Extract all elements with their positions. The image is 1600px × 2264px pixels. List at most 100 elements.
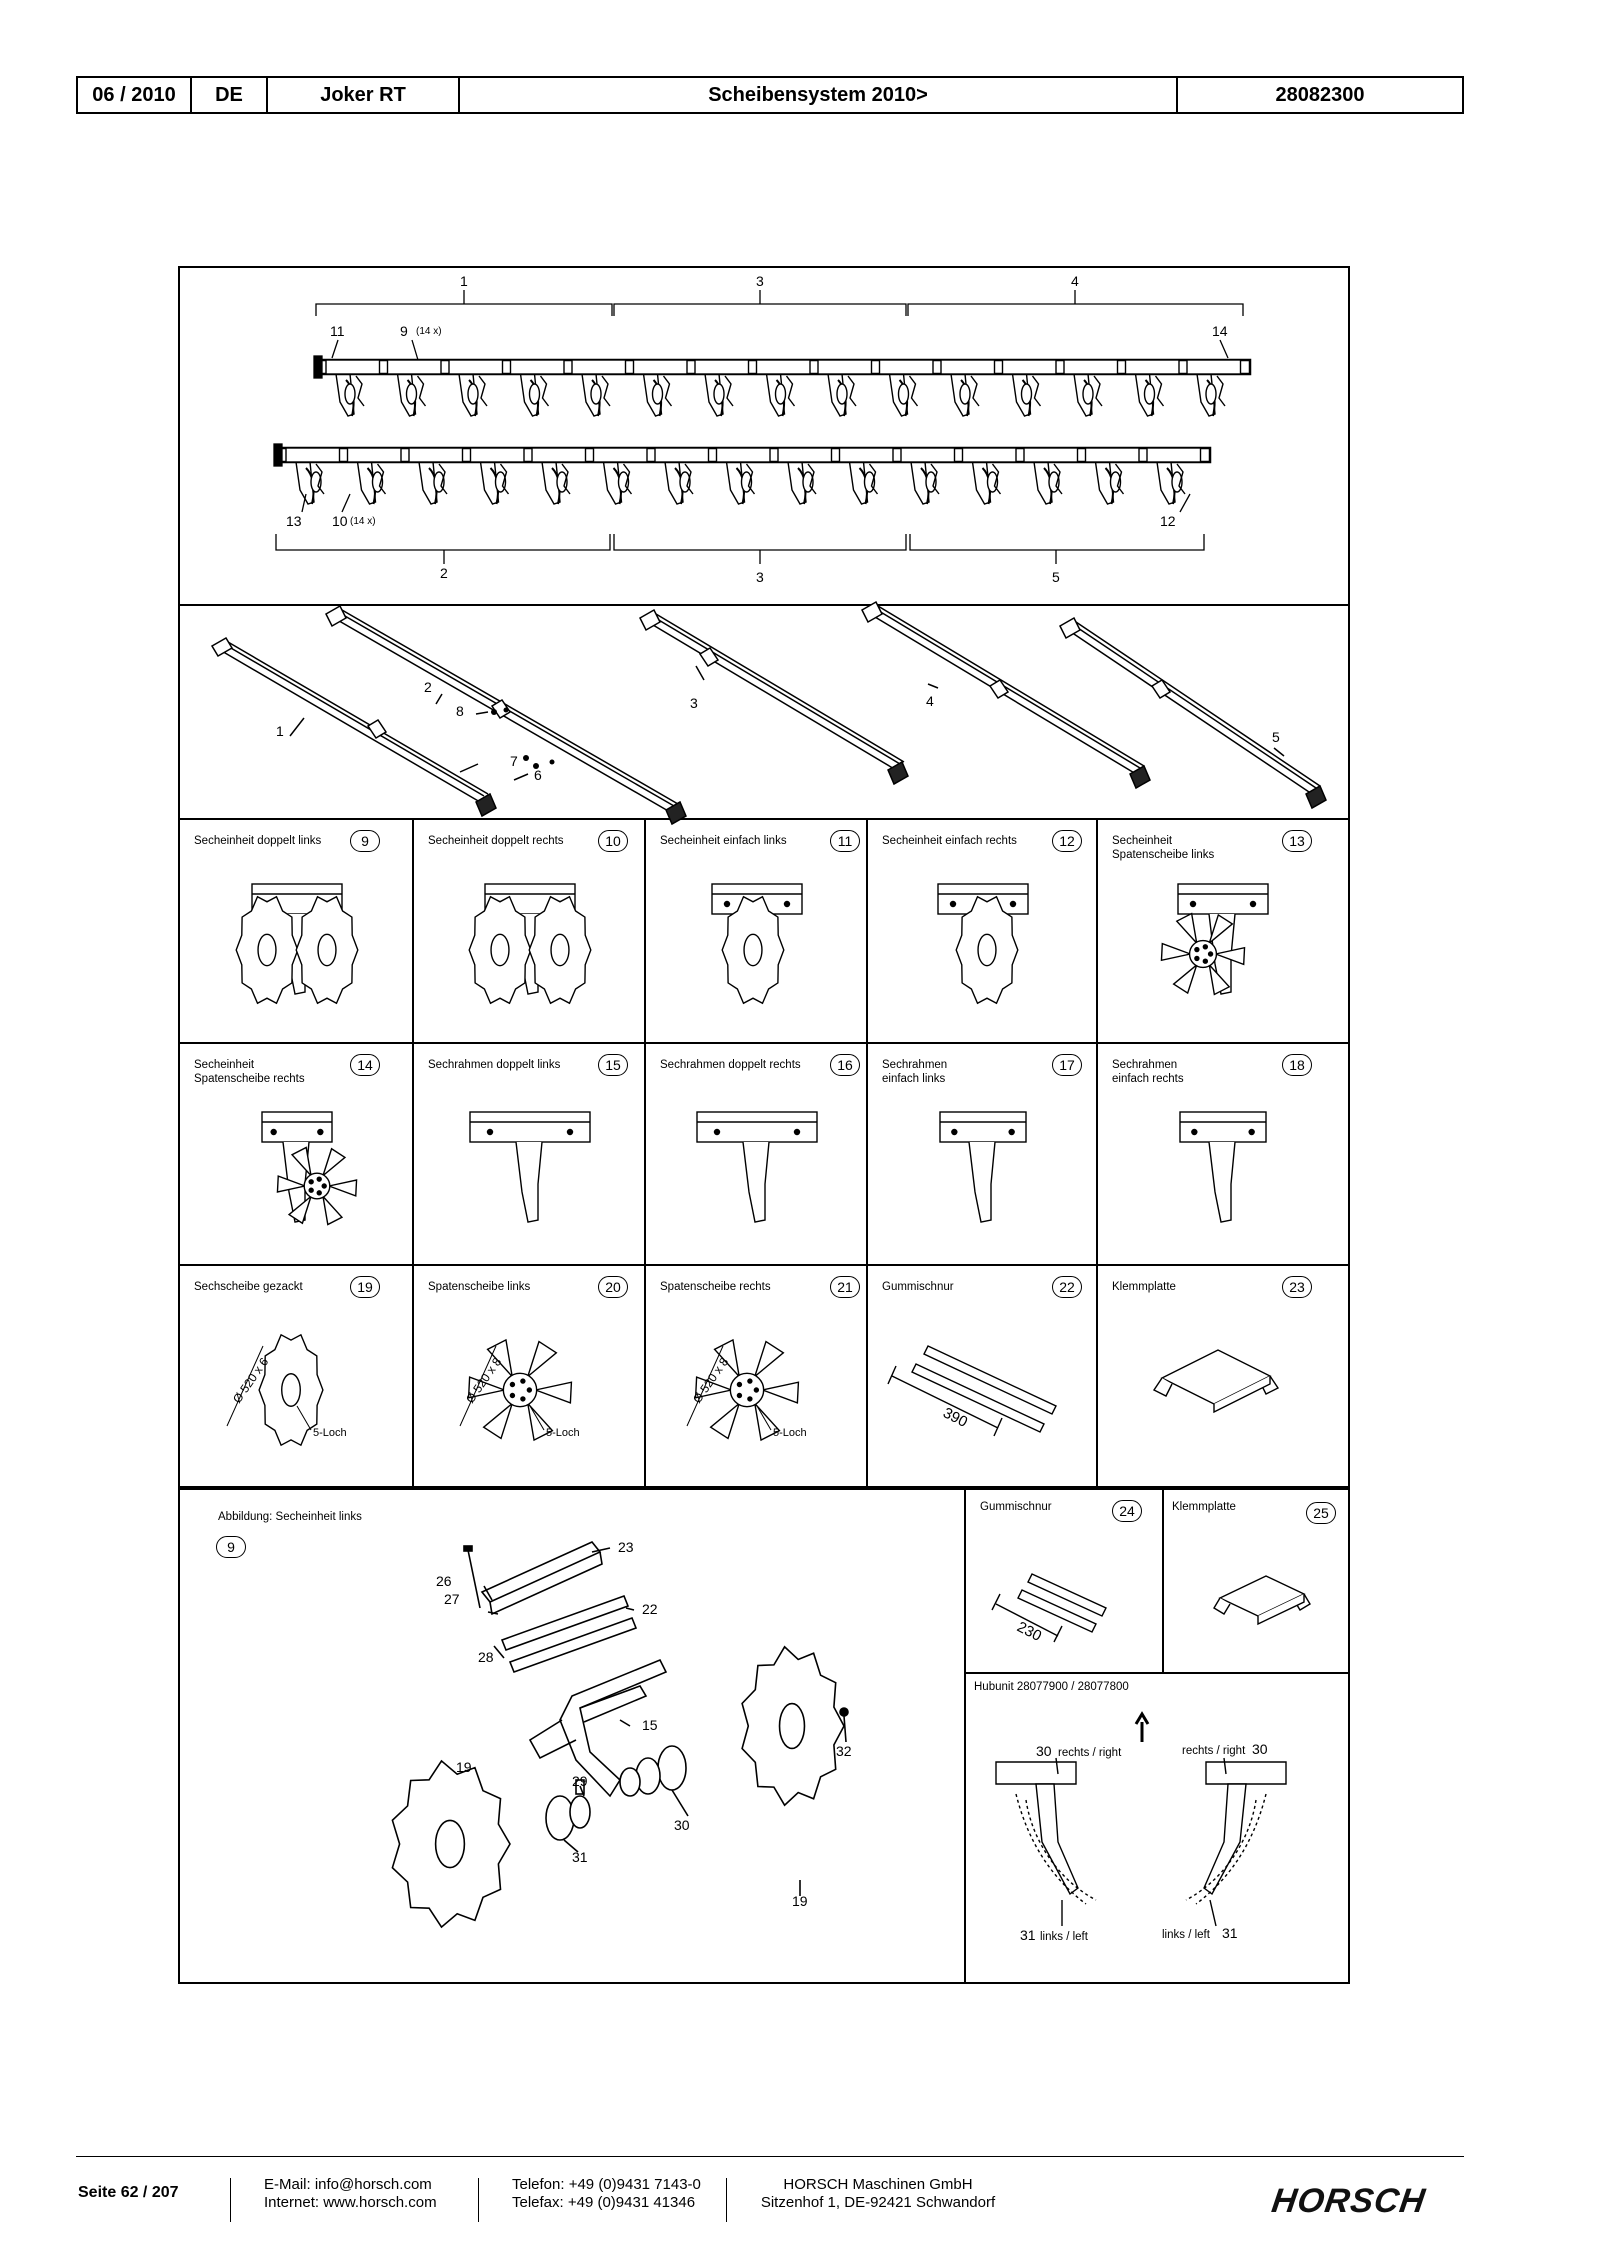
footer-internet: Internet: www.horsch.com <box>264 2194 437 2211</box>
disc-unit <box>448 359 504 417</box>
header-language: DE <box>192 78 268 112</box>
part-num-24: 24 <box>1112 1500 1142 1522</box>
exploded-callout-22: 22 <box>642 1601 658 1617</box>
disc-unit <box>755 359 811 417</box>
part-num-25: 25 <box>1306 1502 1336 1524</box>
beam-label-2: 2 <box>424 679 432 695</box>
part-num-16: 16 <box>830 1054 860 1076</box>
assembly-label-top-3: 3 <box>756 273 764 289</box>
part-label-22: Gummischnur <box>882 1281 954 1293</box>
hubunit-right-30-text: rechts / right <box>1182 1745 1246 1757</box>
hubunit-drawing <box>995 1711 1287 1927</box>
hubunit-right-31-text: links / left <box>1162 1929 1210 1941</box>
part-label-13: Secheinheit Spatenscheibe links <box>1112 835 1215 861</box>
beam-label-7: 7 <box>510 753 518 769</box>
exploded-drawing <box>391 1541 849 1929</box>
exploded-section: Abbildung: Secheinheit links 9 <box>180 1488 1348 1984</box>
disc-unit <box>632 359 688 417</box>
assembly-label-bottom-2: 2 <box>440 565 448 581</box>
disc-unit <box>900 447 956 505</box>
part-label-25: Klemmplatte <box>1172 1501 1236 1513</box>
disc-unit <box>509 359 565 417</box>
part-label-21: Spatenscheibe rechts <box>660 1281 771 1293</box>
part-label-24: Gummischnur <box>980 1501 1052 1513</box>
disc-unit <box>469 447 525 505</box>
header-title: Scheibensystem 2010> <box>460 78 1178 112</box>
exploded-callout-19-right: 19 <box>792 1893 808 1909</box>
part-num-15: 15 <box>598 1054 628 1076</box>
disc-unit <box>531 447 587 505</box>
disc-unit <box>1063 359 1119 417</box>
hubunit-title: Hubunit 28077900 / 28077800 <box>974 1681 1129 1693</box>
part-cell-10: Secheinheit doppelt rechts 10 <box>414 820 646 1044</box>
exploded-num: 9 <box>216 1536 246 1558</box>
horsch-logo: HORSCH <box>1269 2182 1429 2220</box>
exploded-view: Abbildung: Secheinheit links 9 <box>180 1490 966 1984</box>
header-part-number: 28082300 <box>1275 83 1365 106</box>
part-num-18: 18 <box>1282 1054 1312 1076</box>
footer-rule <box>76 2156 1464 2157</box>
disc-unit <box>654 447 710 505</box>
part-label-10: Secheinheit doppelt rechts <box>428 835 564 847</box>
exploded-callout-15: 15 <box>642 1717 658 1733</box>
footer-company: HORSCH Maschinen GmbH <box>783 2176 973 2193</box>
part-cell-17: Sechrahmen einfach links 17 <box>868 1044 1098 1266</box>
beam-label-1: 1 <box>276 723 284 739</box>
footer-divider <box>478 2178 479 2222</box>
exploded-callout-19-left: 19 <box>456 1759 472 1775</box>
footer-address: Sitzenhof 1, DE-92421 Schwandorf <box>760 2194 996 2211</box>
beams-drawing <box>210 600 1327 826</box>
callout-13: 13 <box>286 513 302 529</box>
part-num-17: 17 <box>1052 1054 1082 1076</box>
hubunit-right-31-num: 31 <box>1222 1925 1238 1941</box>
header-model: Joker RT <box>268 78 460 112</box>
part-note-19: 5-Loch <box>313 1427 347 1439</box>
hubunit-left-30-num: 30 <box>1036 1743 1052 1759</box>
part-cell-22: 390 Gummischnur 22 <box>868 1266 1098 1488</box>
hubunit-cell: Hubunit 28077900 / 28077800 <box>966 1674 1348 1984</box>
disc-unit <box>1186 359 1242 417</box>
disc-unit <box>386 359 442 417</box>
part-drawing-9 <box>235 883 359 1005</box>
beam-label-8: 8 <box>456 703 464 719</box>
hubunit-left-31-text: links / left <box>1040 1931 1088 1943</box>
assembly-label-top-1: 1 <box>460 273 468 289</box>
rubber-cord-24-drawing: 230 <box>991 1573 1107 1645</box>
disc-unit <box>592 447 648 505</box>
part-num-10: 10 <box>598 830 628 852</box>
part-drawing-15 <box>469 1111 591 1223</box>
footer-company-block: HORSCH Maschinen GmbH Sitzenhof 1, DE-92… <box>758 2176 998 2212</box>
header-date: 06 / 2010 <box>78 78 192 112</box>
callout-12: 12 <box>1160 513 1176 529</box>
part-drawing-22: 390 <box>887 1345 1057 1437</box>
footer-phone: Telefon: +49 (0)9431 7143-0 <box>512 2176 701 2193</box>
assembly-drawing <box>273 290 1252 564</box>
assembly-label-bottom-5: 5 <box>1052 569 1060 585</box>
part-num-23: 23 <box>1282 1276 1312 1298</box>
footer-divider <box>726 2178 727 2222</box>
part-num-21: 21 <box>830 1276 860 1298</box>
document-header: 06 / 2010 DE Joker RT Scheibensystem 201… <box>76 76 1464 114</box>
part-drawing-19: Ø 520 x 65-Loch <box>226 1333 347 1447</box>
part-num-22: 22 <box>1052 1276 1082 1298</box>
disc-unit <box>1084 447 1140 505</box>
part-num-9: 9 <box>350 830 380 852</box>
part-label-17: Sechrahmen einfach links <box>882 1059 948 1085</box>
part-drawing-18 <box>1179 1111 1267 1223</box>
hubunit-right-30-num: 30 <box>1252 1741 1268 1757</box>
disc-unit <box>838 447 894 505</box>
disc-unit <box>285 447 341 505</box>
disc-unit <box>817 359 873 417</box>
assembly-overview: 1 3 4 11 9 (14 x) 14 13 10 (14 x) 12 2 3… <box>180 268 1348 606</box>
footer-page: Seite 62 / 207 <box>78 2184 179 2201</box>
part-drawing-16 <box>696 1111 818 1223</box>
